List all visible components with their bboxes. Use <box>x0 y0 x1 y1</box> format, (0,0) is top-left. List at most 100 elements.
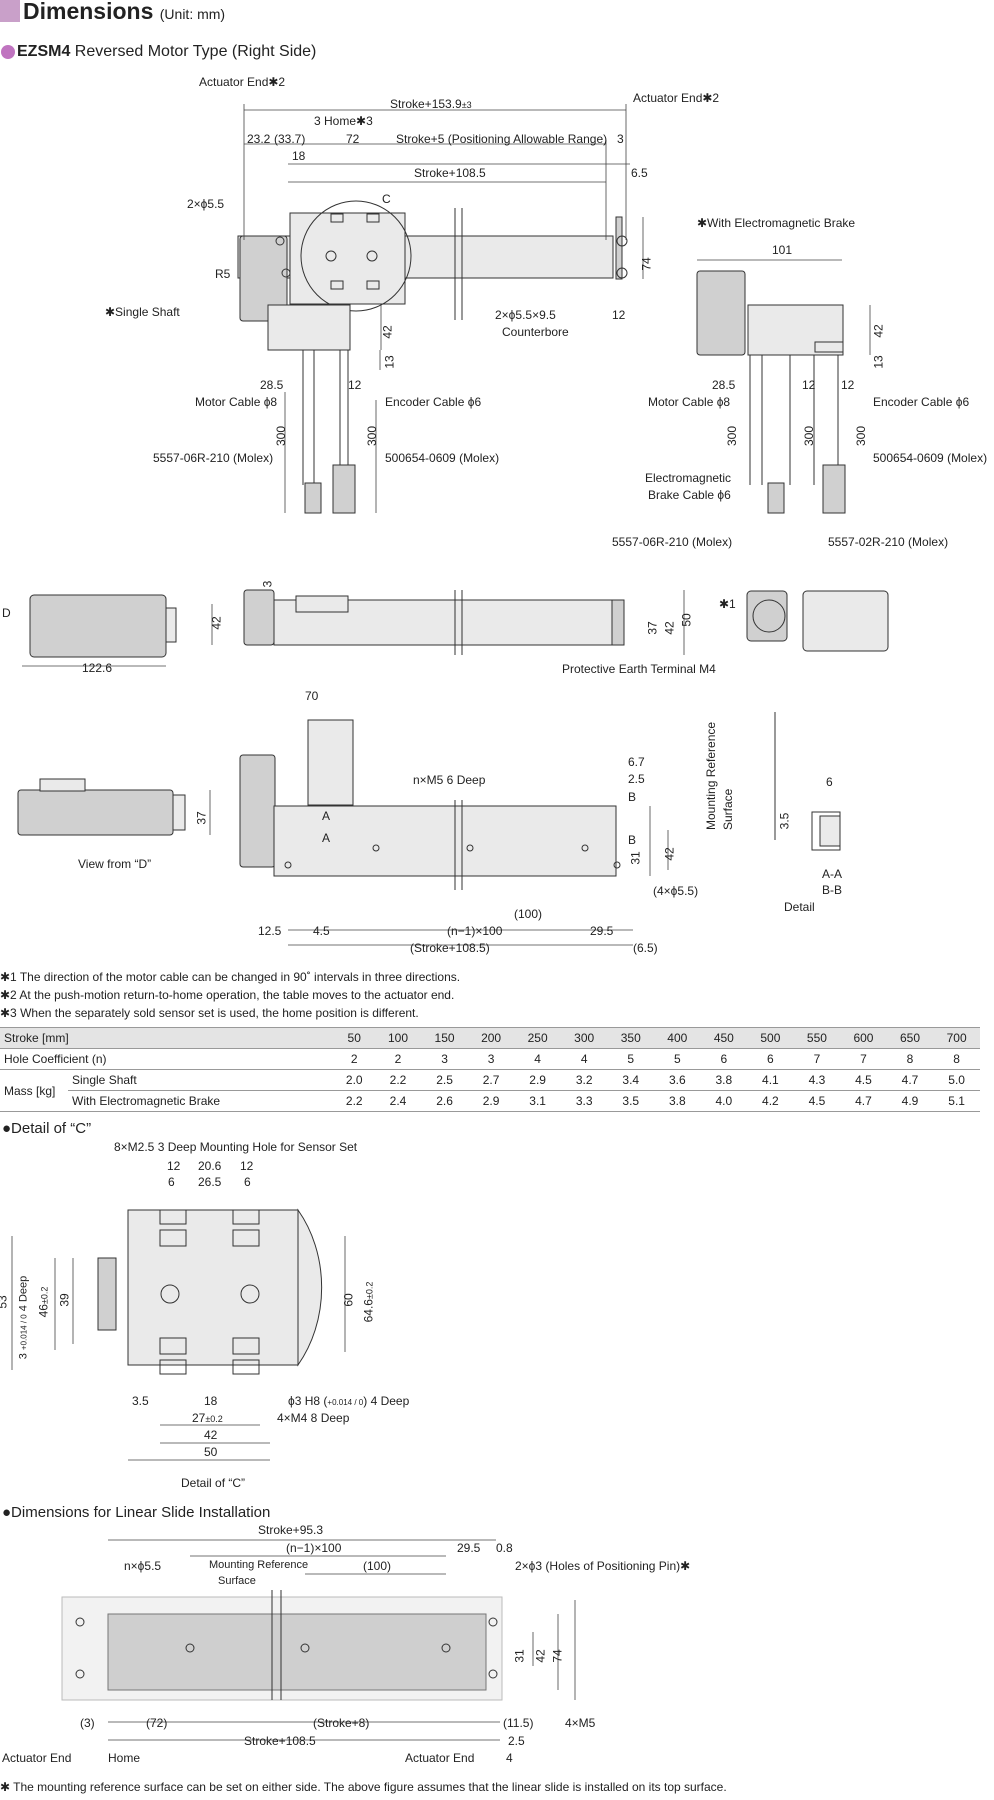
label-c-6-a: 6 <box>168 1175 175 1189</box>
table-cell: 4.7 <box>840 1090 887 1112</box>
label-ls-11-5: (11.5) <box>503 1716 534 1730</box>
table-cell: 2.5 <box>421 1069 468 1091</box>
bottom-view-drawings <box>17 712 841 946</box>
label-c-53: 53 <box>0 1295 10 1309</box>
label-side-3: 3 <box>260 580 275 588</box>
table-cell: 600 <box>840 1027 887 1049</box>
label-brake-42: 42 <box>871 324 886 338</box>
label-6-5: 6.5 <box>631 166 648 180</box>
label-c-caption: Detail of “C” <box>181 1476 246 1490</box>
table-cell: 5 <box>607 1048 655 1070</box>
table-cell: 2.4 <box>374 1090 422 1112</box>
table-cell: 2.2 <box>374 1069 422 1091</box>
label-r5: R5 <box>215 267 231 281</box>
label-c-3-5: 3.5 <box>132 1394 149 1408</box>
label-ls-29-5: 29.5 <box>457 1541 481 1555</box>
label-stroke-108-5: Stroke+108.5 <box>414 166 486 180</box>
label-hole-2x55: 2×ϕ5.5 <box>187 197 225 211</box>
label-72: 72 <box>346 132 360 146</box>
label-c-39: 39 <box>57 1293 72 1307</box>
label-stroke-108-5-b: (Stroke+108.5) <box>410 941 490 955</box>
label-ls-mount-ref-2: Surface <box>218 1575 256 1587</box>
title-marker <box>0 0 20 22</box>
table-cell: Single Shaft <box>68 1069 334 1091</box>
label-ls-actuator-end-left: Actuator End <box>2 1751 72 1765</box>
table-cell: 400 <box>654 1027 701 1049</box>
label-c-46-group: 46±0.2 <box>36 1287 50 1318</box>
label-conn-motor: 5557-06R-210 (Molex) <box>153 451 274 465</box>
table-cell: 150 <box>421 1027 468 1049</box>
label-actuator-end-left: Actuator End✱2 <box>199 75 286 89</box>
c-27-tolerance: ±0.2 <box>205 1414 223 1424</box>
label-12-b: 12 <box>348 378 362 392</box>
c-3-value: 3 <box>17 1353 30 1360</box>
label-d-view: D <box>2 606 11 620</box>
table-cell: 8 <box>933 1048 980 1070</box>
label-31: 31 <box>628 851 643 865</box>
label-c-phi3: ϕ3 H8 (+0.014 / 0) 4 Deep <box>288 1394 410 1408</box>
label-74: 74 <box>639 257 654 271</box>
table-cell: 8 <box>886 1048 934 1070</box>
c-phi3-tolerance: +0.014 / 0 <box>327 1398 364 1407</box>
c-64-6-value: 64.6 <box>361 1299 376 1323</box>
table-cell: 50 <box>333 1027 375 1049</box>
table-cell: 4.2 <box>747 1090 794 1112</box>
label-ls-4: 4 <box>506 1751 513 1765</box>
label-brake-title: ✱With Electromagnetic Brake <box>697 216 856 230</box>
label-ls-stroke-8: (Stroke+8) <box>313 1716 370 1730</box>
label-nxm5: n×M5 6 Deep <box>413 773 486 787</box>
table-row: Stroke [mm] 50 100 150 200 250 300 350 4… <box>0 1027 980 1049</box>
table-cell: 500 <box>747 1027 794 1049</box>
detail-c-heading: ●Detail of “C” <box>2 1120 92 1137</box>
label-brake-28-5: 28.5 <box>712 378 736 392</box>
table-row: With Electromagnetic Brake 2.2 2.4 2.6 2… <box>0 1090 980 1112</box>
label-hole-4x55: (4×ϕ5.5) <box>653 884 699 898</box>
table-cell: 3 <box>421 1048 468 1070</box>
top-view-drawing <box>237 104 644 514</box>
table-cell: 350 <box>607 1027 655 1049</box>
label-stroke-positioning: Stroke+5 (Positioning Allowable Range) <box>396 132 608 146</box>
table-cell: 6 <box>700 1048 748 1070</box>
label-c-26-5: 26.5 <box>198 1175 222 1189</box>
label-18: 18 <box>292 149 306 163</box>
model-dot-icon <box>1 45 15 59</box>
label-ls-m5: 4×M5 <box>565 1716 596 1730</box>
label-3-5-detail: 3.5 <box>777 812 792 830</box>
label-4-5: 4.5 <box>313 924 330 938</box>
table-cell: 5.1 <box>933 1090 980 1112</box>
label-brake-13: 13 <box>871 355 886 369</box>
label-6-5-b: (6.5) <box>633 941 658 955</box>
table-cell: 7 <box>840 1048 887 1070</box>
table-cell: 450 <box>700 1027 748 1049</box>
label-ls-home: Home <box>108 1751 141 1765</box>
table-cell: 2.0 <box>333 1069 375 1091</box>
label-c-12-a: 12 <box>167 1159 181 1173</box>
label-c-marker: C <box>382 192 391 206</box>
label-brake-conn-brake: 5557-02R-210 (Molex) <box>828 535 949 549</box>
table-cell: 5.0 <box>933 1069 980 1091</box>
label-13-a: 13 <box>382 355 397 369</box>
label-brake-motor-cable: Motor Cable ϕ8 <box>648 395 731 409</box>
label-42: 42 <box>662 847 677 861</box>
table-cell: 4 <box>560 1048 608 1070</box>
label-side-42-b: 42 <box>662 621 677 635</box>
label-37: 37 <box>194 811 209 825</box>
label-ls-pin-holes: 2×ϕ3 (Holes of Positioning Pin)✱ <box>515 1559 691 1573</box>
label-motor-cable: Motor Cable ϕ8 <box>195 395 278 409</box>
label-c-18: 18 <box>204 1394 218 1408</box>
linear-slide-heading: ●Dimensions for Linear Slide Installatio… <box>2 1504 271 1521</box>
table-cell: 4.5 <box>793 1090 841 1112</box>
table-cell: 650 <box>886 1027 934 1049</box>
label-ls-nx55: n×ϕ5.5 <box>124 1559 162 1573</box>
table-cell: 7 <box>793 1048 841 1070</box>
unit-label: (Unit: mm) <box>159 6 226 22</box>
label-c-60: 60 <box>341 1293 356 1307</box>
label-brake-12-a: 12 <box>802 378 816 392</box>
label-28-5-a: 28.5 <box>260 378 284 392</box>
table-row: Hole Coefficient (n) 2 2 3 3 4 4 5 5 6 6… <box>0 1048 980 1070</box>
table-cell: 3.6 <box>654 1069 701 1091</box>
table-cell: Hole Coefficient (n) <box>0 1048 334 1070</box>
label-12-a: 12 <box>612 308 626 322</box>
label-ls-stroke-95-3: Stroke+95.3 <box>258 1523 324 1537</box>
